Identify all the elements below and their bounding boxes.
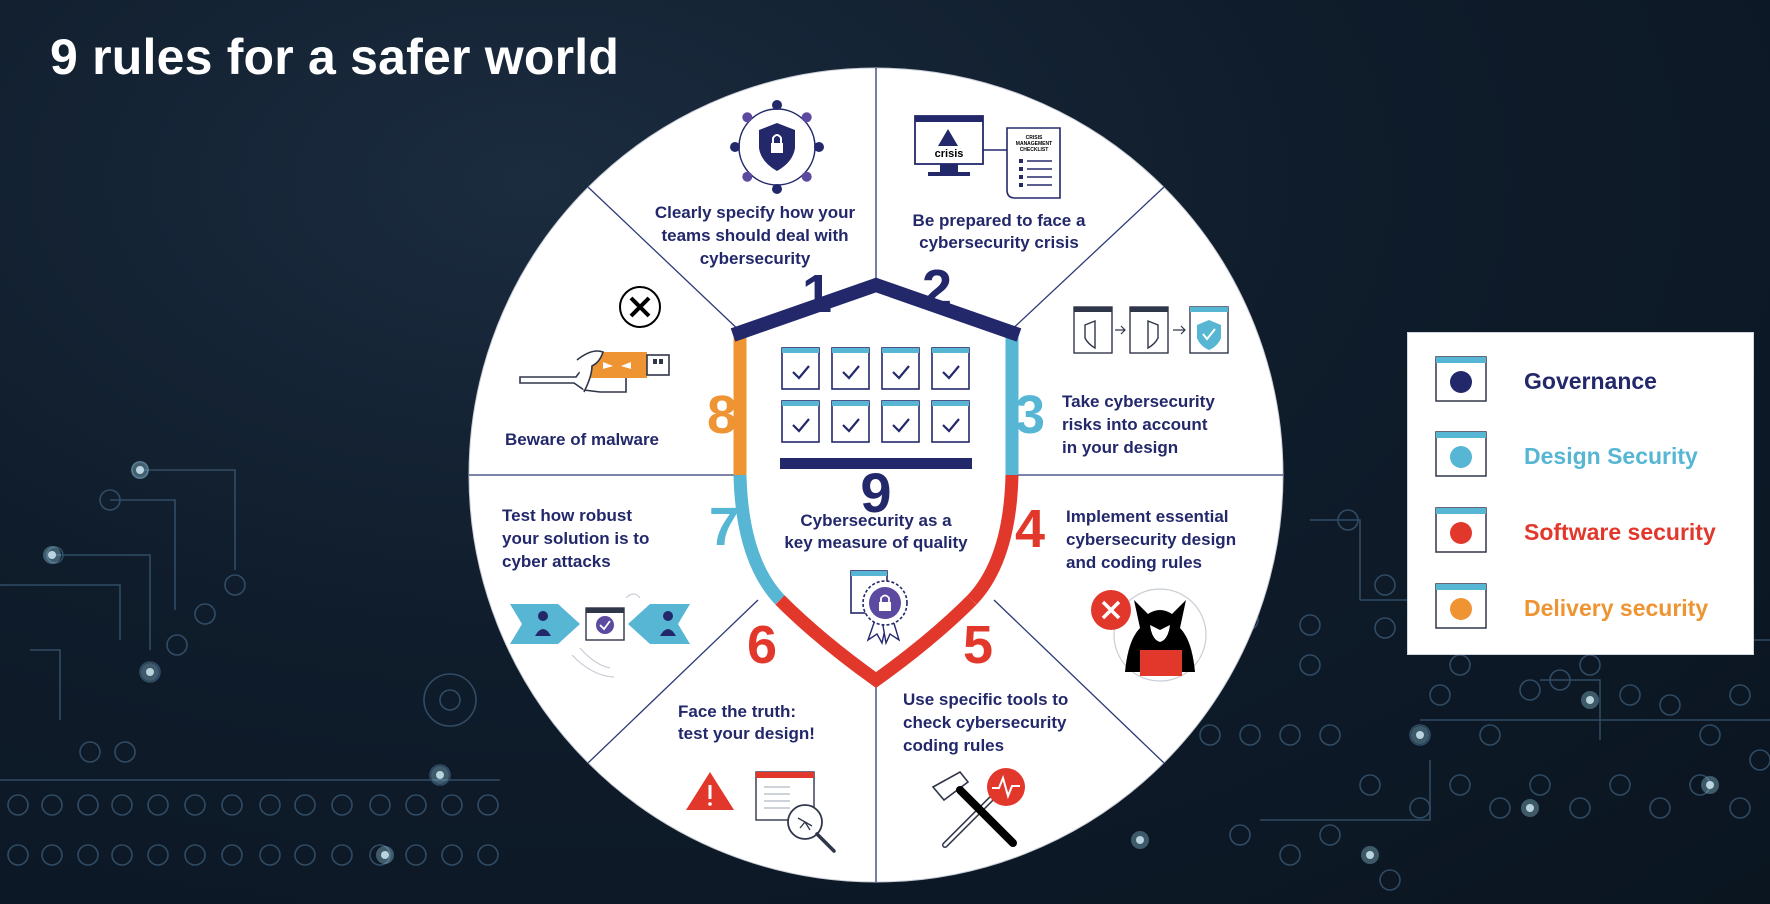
rule-label-6: Face the truth: test your design!: [678, 702, 815, 743]
legend-label: Delivery security: [1524, 595, 1709, 621]
wheel-dividers: [469, 68, 1283, 882]
svg-text:Test how robust: Test how robust: [502, 506, 632, 525]
svg-text:test your design!: test your design!: [678, 724, 815, 743]
svg-text:cybersecurity design: cybersecurity design: [1066, 530, 1236, 549]
legend-label: Governance: [1524, 368, 1657, 394]
checklist-icon: [781, 347, 970, 443]
legend-item-governance: Governance: [1435, 356, 1755, 406]
svg-text:Clearly specify how your: Clearly specify how your: [655, 203, 856, 222]
svg-text:CRISIS: CRISIS: [1026, 135, 1043, 141]
rule-label-3: Take cybersecurity risks into account in y…: [1062, 392, 1215, 457]
svg-text:Take cybersecurity: Take cybersecurity: [1062, 392, 1215, 411]
rule-number-4: 4: [1015, 499, 1045, 559]
certificate-icon: [850, 570, 908, 646]
svg-text:cyber attacks: cyber attacks: [502, 552, 611, 571]
svg-text:teams should deal with: teams should deal with: [661, 226, 848, 245]
malware-usb-icon: [519, 286, 670, 393]
legend-dot: [1450, 371, 1472, 393]
rule-label-4: Implement essential cybersecurity design a…: [1066, 507, 1236, 572]
svg-text:crisis: crisis: [935, 148, 964, 160]
legend-dot: [1450, 446, 1472, 468]
bug-magnifier-icon: [686, 771, 836, 853]
legend-dot: [1450, 598, 1472, 620]
design-shield-steps-icon: [1073, 306, 1229, 354]
hacker-icon: [1091, 588, 1207, 682]
window-icon: [1435, 507, 1487, 553]
rule-number-6: 6: [747, 615, 777, 675]
svg-text:key measure of quality: key measure of quality: [784, 533, 968, 552]
legend-label: Software security: [1524, 519, 1716, 545]
legend-dot: [1450, 522, 1472, 544]
page-title: 9 rules for a safer world: [50, 29, 620, 85]
rule-label-1: Clearly specify how your teams should dea…: [655, 203, 856, 268]
svg-text:check cybersecurity: check cybersecurity: [903, 713, 1067, 732]
svg-text:MANAGEMENT: MANAGEMENT: [1016, 141, 1052, 147]
rule-number-1: 1: [802, 264, 832, 324]
legend-item-design-security: Design Security: [1435, 431, 1755, 481]
svg-text:Implement essential: Implement essential: [1066, 507, 1229, 526]
svg-text:Use specific tools to: Use specific tools to: [903, 690, 1068, 709]
legend: Governance Design Security Software secu…: [1407, 332, 1754, 655]
svg-text:Beware of malware: Beware of malware: [505, 430, 659, 449]
tools-icon: [931, 768, 1025, 848]
rule-label-2: Be prepared to face a cybersecurity crisi…: [913, 211, 1086, 252]
svg-text:in your design: in your design: [1062, 438, 1178, 457]
rule-label-7: Test how robust your solution is to cyber …: [502, 506, 649, 571]
center-rule-label: Cybersecurity as a key measure of quality: [784, 511, 968, 552]
attack-arrows-icon: [510, 593, 690, 678]
rule-number-7: 7: [709, 497, 739, 557]
svg-text:Face the truth:: Face the truth:: [678, 702, 796, 721]
rule-label-5: Use specific tools to check cybersecurity…: [903, 690, 1068, 755]
rule-label-8: Beware of malware: [505, 430, 659, 449]
rule-number-5: 5: [963, 615, 993, 675]
svg-text:Cybersecurity as a: Cybersecurity as a: [800, 511, 952, 530]
svg-text:your solution is to: your solution is to: [502, 529, 649, 548]
svg-text:Be prepared to face a: Be prepared to face a: [913, 211, 1086, 230]
legend-item-software-security: Software security: [1435, 507, 1755, 557]
svg-text:cybersecurity: cybersecurity: [700, 249, 811, 268]
team-shield-icon: [730, 100, 824, 194]
window-icon: [1435, 431, 1487, 477]
window-icon: [1435, 356, 1487, 402]
svg-text:cybersecurity crisis: cybersecurity crisis: [919, 233, 1079, 252]
rule-number-8: 8: [707, 385, 737, 445]
svg-text:CHECKLIST: CHECKLIST: [1020, 147, 1049, 153]
rule-number-2: 2: [922, 259, 952, 319]
svg-text:risks into account: risks into account: [1062, 415, 1208, 434]
rule-number-3: 3: [1015, 385, 1045, 445]
center-rule-number: 9: [860, 461, 891, 524]
svg-text:and coding rules: and coding rules: [1066, 553, 1202, 572]
legend-item-delivery-security: Delivery security: [1435, 583, 1755, 633]
center-bar: [780, 458, 972, 469]
legend-label: Design Security: [1524, 443, 1698, 469]
window-icon: [1435, 583, 1487, 629]
svg-text:coding rules: coding rules: [903, 736, 1004, 755]
